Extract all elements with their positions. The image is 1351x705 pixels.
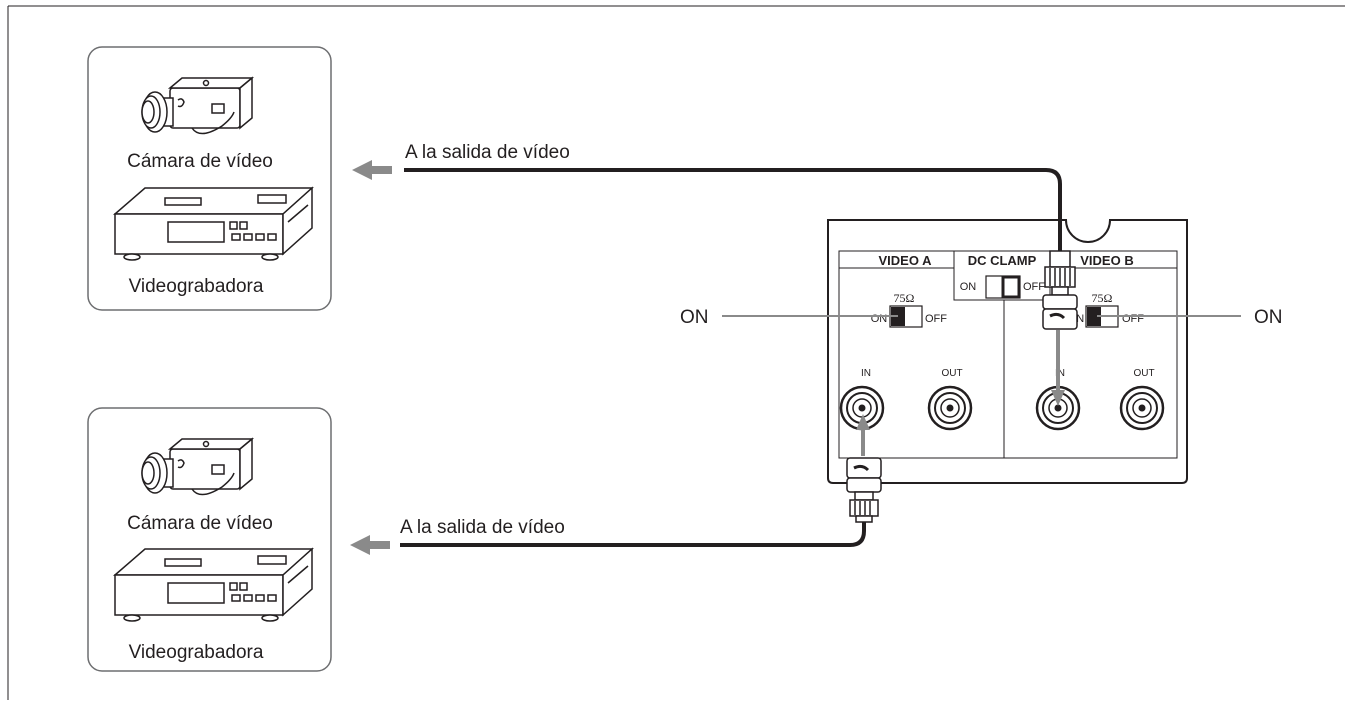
vcr-icon	[112, 186, 314, 261]
cable-2	[400, 520, 866, 547]
dc-clamp-switch-knob	[1001, 275, 1021, 299]
cable-2-label: A la salida de vídeo	[400, 517, 565, 538]
plug-b-arrow-head	[1051, 390, 1065, 406]
termination-b-knob	[1087, 307, 1101, 326]
termination-a-label: 75Ω	[894, 291, 915, 305]
out-b-label: OUT	[1133, 368, 1154, 379]
dc-clamp-on-label: ON	[960, 281, 977, 293]
cable-1	[404, 168, 1062, 252]
termination-b-off-label: OFF	[1122, 313, 1144, 325]
plug-a-arrow-head	[856, 414, 870, 430]
termination-a-off-label: OFF	[925, 313, 947, 325]
vcr-icon	[112, 547, 314, 622]
cable-2-arrow	[350, 535, 390, 555]
video-camera-icon	[141, 437, 255, 496]
callout-right-on: ON	[1254, 307, 1283, 328]
termination-a-on-label: ON	[871, 313, 888, 325]
rear-panel	[827, 219, 1188, 484]
video-b-header: VIDEO B	[1080, 253, 1133, 268]
camera-label-2: Cámara de vídeo	[127, 513, 273, 534]
vcr-label-1: Videograbadora	[129, 276, 264, 297]
bnc-plug-b	[1042, 250, 1078, 330]
bnc-in-b-connector[interactable]	[1035, 385, 1081, 431]
callout-left-on: ON	[680, 307, 709, 328]
in-a-label: IN	[861, 368, 871, 379]
cable-1-arrow	[352, 160, 392, 180]
cable-1-label: A la salida de vídeo	[405, 142, 570, 163]
dc-clamp-header: DC CLAMP	[968, 253, 1037, 268]
bnc-out-b-connector[interactable]	[1119, 385, 1165, 431]
bnc-out-a-connector[interactable]	[927, 385, 973, 431]
out-a-label: OUT	[941, 368, 962, 379]
vcr-label-2: Videograbadora	[129, 642, 264, 663]
dc-clamp-off-label: OFF	[1023, 281, 1045, 293]
bnc-plug-a	[846, 457, 882, 523]
termination-b-label: 75Ω	[1092, 291, 1113, 305]
video-a-header: VIDEO A	[879, 253, 933, 268]
camera-label-1: Cámara de vídeo	[127, 151, 273, 172]
video-camera-icon	[141, 76, 255, 135]
